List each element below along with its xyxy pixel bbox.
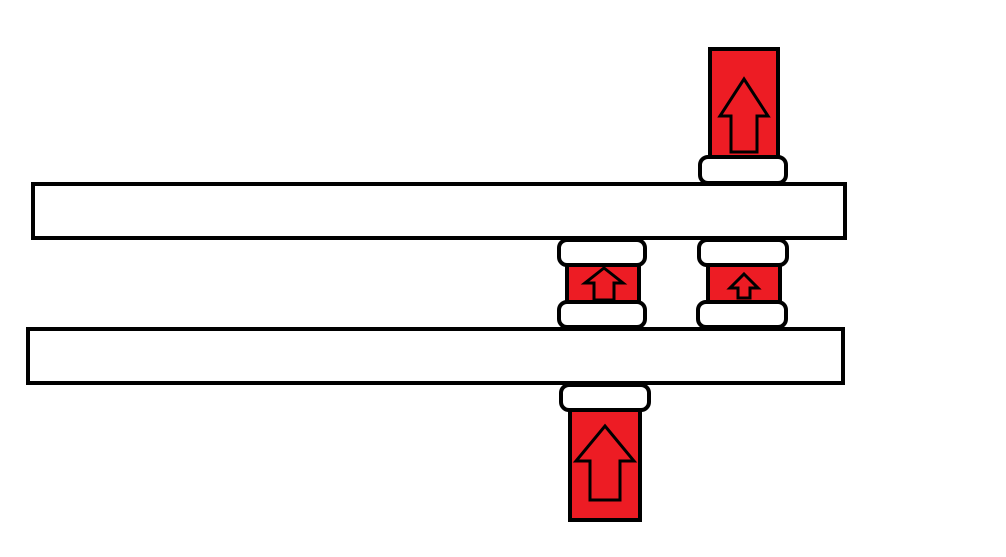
pad-above-upper-beam-right [698,155,788,185]
middle-right-force-block [706,260,782,306]
up-arrow-icon [726,271,762,300]
top-right-force-block [708,47,780,163]
up-arrow-icon [717,76,771,154]
lower-beam [26,327,845,385]
up-arrow-icon [572,423,638,502]
pad-above-lower-beam-left [557,300,647,329]
bottom-force-block [568,402,642,522]
pad-below-upper-beam-left [557,238,647,267]
pad-below-lower-beam [559,383,651,412]
pad-below-upper-beam-right [697,238,789,267]
upper-beam [31,182,847,240]
middle-left-force-block [565,260,641,306]
pad-above-lower-beam-right [696,300,788,329]
